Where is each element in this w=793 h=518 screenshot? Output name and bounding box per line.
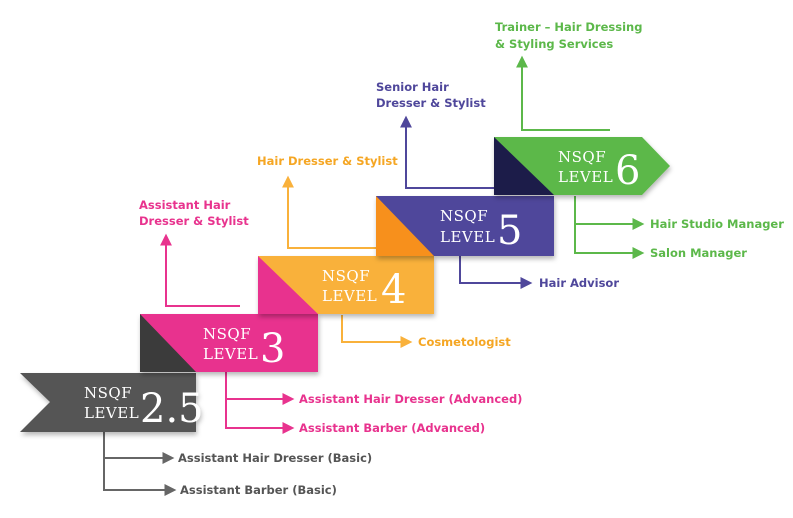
role-cosmetologist: Cosmetologist <box>418 335 511 349</box>
level-3-level: LEVEL <box>203 345 258 363</box>
role-hair-advisor: Hair Advisor <box>539 276 619 290</box>
role-assistant-barber-advanced: Assistant Barber (Advanced) <box>299 421 485 435</box>
connector-l4-cosmetologist <box>341 315 413 348</box>
connector-l3-adv-dresser <box>225 372 295 405</box>
level-6-nsqf: NSQF <box>558 148 606 166</box>
connector-l6-up-trainer <box>516 55 610 131</box>
level-3-block: NSQF LEVEL 3 <box>140 314 318 372</box>
level-4-block: NSQF LEVEL 4 <box>258 256 434 314</box>
connector-l3-adv-barber <box>225 399 295 434</box>
level-5-level: LEVEL <box>440 228 495 246</box>
level-4-corner <box>258 256 318 314</box>
level-6-corner <box>494 137 554 195</box>
connector-l5-up-senior <box>400 115 496 189</box>
level-6-number: 6 <box>615 148 640 194</box>
role-trainer-line2: & Styling Services <box>495 37 613 51</box>
role-trainer-line1: Trainer – Hair Dressing <box>495 20 642 34</box>
level-5-nsqf: NSQF <box>440 207 488 225</box>
level-5-number: 5 <box>497 208 522 254</box>
level-2-5-block: NSQF LEVEL 2.5 <box>20 373 204 432</box>
level-2-5-shape <box>20 373 196 432</box>
level-2-5-nsqf: NSQF <box>84 384 132 402</box>
role-assistant-hair-dresser-stylist-line1: Assistant Hair <box>139 198 231 212</box>
role-senior-hair-dresser-line1: Senior Hair <box>376 80 449 94</box>
level-5-corner <box>376 196 434 256</box>
connector-l6-salon-manager <box>574 224 645 259</box>
level-3-number: 3 <box>260 326 285 372</box>
level-2-5-number: 2.5 <box>140 386 204 432</box>
level-3-corner <box>140 314 196 372</box>
connector-l25-basic-dresser <box>103 432 175 464</box>
role-labels: Assistant Hair Dresser (Basic) Assistant… <box>139 20 784 497</box>
connector-l6-studio-manager <box>574 196 645 230</box>
role-salon-manager: Salon Manager <box>650 246 747 260</box>
level-4-level: LEVEL <box>322 287 377 305</box>
level-6-block: NSQF LEVEL 6 <box>494 137 670 195</box>
connectors <box>103 55 645 496</box>
role-assistant-hair-dresser-basic: Assistant Hair Dresser (Basic) <box>178 451 372 465</box>
role-assistant-hair-dresser-stylist-line2: Dresser & Stylist <box>139 214 249 228</box>
level-4-nsqf: NSQF <box>322 267 370 285</box>
level-5-block: NSQF LEVEL 5 <box>376 196 554 256</box>
role-assistant-hair-dresser-advanced: Assistant Hair Dresser (Advanced) <box>299 392 522 406</box>
connector-l3-up-stylist <box>160 233 240 307</box>
role-senior-hair-dresser-line2: Dresser & Stylist <box>376 96 486 110</box>
connector-l25-basic-barber <box>103 458 177 496</box>
level-6-level: LEVEL <box>558 168 613 186</box>
level-2-5-level: LEVEL <box>84 404 139 422</box>
connector-l4-up-hair-dresser <box>282 175 376 249</box>
role-hair-dresser-stylist: Hair Dresser & Stylist <box>257 154 398 168</box>
level-3-nsqf: NSQF <box>203 325 251 343</box>
connector-l5-hair-advisor <box>459 255 533 289</box>
role-hair-studio-manager: Hair Studio Manager <box>650 217 784 231</box>
role-assistant-barber-basic: Assistant Barber (Basic) <box>180 483 337 497</box>
level-4-number: 4 <box>381 267 406 313</box>
